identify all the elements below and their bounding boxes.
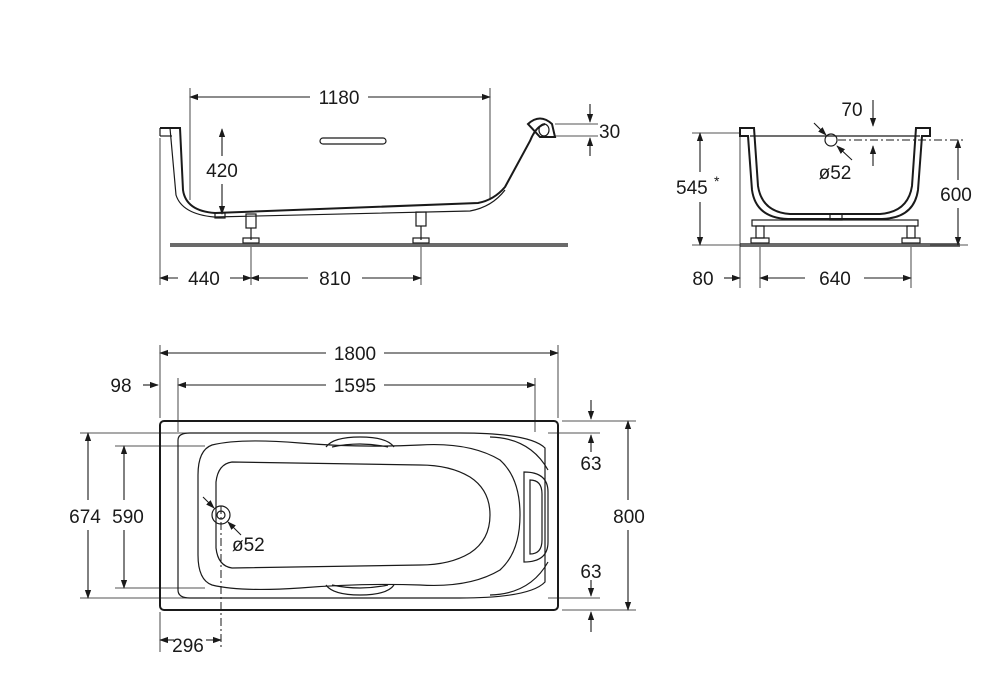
side-depth-label: 420 bbox=[206, 161, 238, 182]
side-tub-inner-wall bbox=[169, 127, 506, 218]
plan-inner-width-label: 590 bbox=[112, 507, 144, 528]
plan-left-inset-label: 98 bbox=[110, 376, 131, 397]
side-leg-right bbox=[412, 211, 430, 244]
plan-drain-diameter-label: ø52 bbox=[232, 535, 265, 556]
end-tub-outline bbox=[739, 127, 931, 220]
side-handle bbox=[319, 137, 387, 145]
plan-headrest bbox=[489, 436, 549, 596]
side-view: 1180 420 30 440 810 bbox=[159, 88, 620, 290]
side-leg-spacing-label: 810 bbox=[319, 269, 351, 290]
end-height-note: * bbox=[714, 173, 720, 189]
end-drain-diameter-label: ø52 bbox=[819, 163, 852, 184]
end-overall-height-label: 600 bbox=[940, 185, 972, 206]
end-leg-spacing-label: 640 bbox=[819, 269, 851, 290]
end-view: ø52 70 545 * 600 80 640 bbox=[676, 100, 972, 290]
plan-overall-width-label: 800 bbox=[613, 507, 645, 528]
side-floor-line bbox=[170, 243, 568, 247]
end-drain-icon bbox=[824, 133, 838, 147]
side-leg-left bbox=[242, 213, 260, 244]
plan-basin-floor bbox=[215, 461, 491, 569]
plan-outer-width-label: 674 bbox=[69, 507, 101, 528]
plan-overall-length-label: 1800 bbox=[334, 344, 376, 365]
end-leg-frame bbox=[751, 219, 919, 227]
plan-drain-offset-label: 296 bbox=[172, 636, 204, 657]
side-inner-length-label: 1180 bbox=[319, 88, 360, 109]
end-leg-inset-label: 80 bbox=[692, 269, 713, 290]
plan-basin-outline bbox=[197, 440, 521, 591]
plan-handle-bottom bbox=[325, 584, 395, 596]
end-leg-left bbox=[750, 225, 770, 244]
plan-view: ø52 1800 98 1595 674 590 800 bbox=[69, 344, 645, 657]
end-leg-right bbox=[901, 225, 921, 244]
end-drain-offset-label: 70 bbox=[841, 100, 862, 121]
plan-outer-rim bbox=[159, 420, 559, 611]
side-leg-offset-label: 440 bbox=[188, 269, 220, 290]
plan-handle-top bbox=[325, 436, 395, 448]
plan-inner-length-label: 1595 bbox=[334, 376, 376, 397]
plan-rim-bottom-label: 63 bbox=[580, 562, 601, 583]
side-headrest bbox=[526, 117, 557, 138]
side-rim-thickness-label: 30 bbox=[599, 122, 620, 143]
end-height-label: 545 bbox=[676, 178, 708, 199]
plan-rim-top-label: 63 bbox=[580, 454, 601, 475]
end-floor-line bbox=[740, 243, 960, 247]
